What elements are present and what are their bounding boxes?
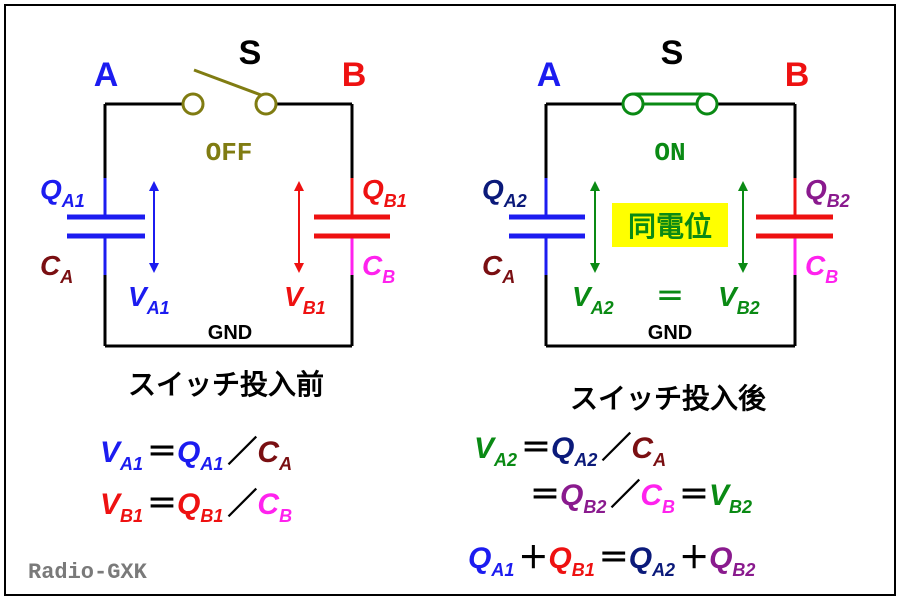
left-switch-contact-b: [254, 92, 278, 116]
equation-charge-conservation: QA1＋QB1＝QA2＋QB2: [468, 542, 755, 580]
right-switch-contact-b: [695, 92, 719, 116]
left-cb-label: CB: [362, 250, 395, 287]
equations: VA1＝QA1／CA VB1＝QB1／CB VA2＝QA2／CA ＝QB2／CB…: [100, 432, 755, 580]
left-switch-contact-a: [181, 92, 205, 116]
right-va-label: VA2: [572, 281, 614, 318]
left-switch-label: S: [239, 34, 262, 72]
left-circuit: A B S OFF GND QA1 CA VA1 QB1 CB VB1 スイッチ…: [40, 34, 407, 401]
left-caption: スイッチ投入前: [128, 368, 324, 401]
outer-frame: [4, 4, 896, 596]
right-qb-label: QB2: [805, 174, 850, 211]
left-switch-lever: [193, 68, 262, 97]
right-circuit: 同電位 A B S ON GND QA2 CA VA2 ＝ VB2 QB2 CB…: [482, 34, 850, 415]
left-node-b-label: B: [342, 56, 367, 94]
left-qa-label: QA1: [40, 174, 85, 211]
equation-va1: VA1＝QA1／CA: [100, 436, 292, 474]
right-caption: スイッチ投入後: [570, 382, 767, 415]
right-ca-label: CA: [482, 250, 515, 287]
right-equal-sign: ＝: [656, 281, 684, 312]
right-switch-state: ON: [654, 138, 685, 168]
right-node-b-label: B: [785, 56, 810, 94]
left-ca-label: CA: [40, 250, 73, 287]
right-qa-label: QA2: [482, 174, 527, 211]
equation-qb2: ＝QB2／CB＝VB2: [530, 479, 752, 517]
right-vb-label: VB2: [718, 281, 760, 318]
same-potential-label: 同電位: [628, 210, 712, 243]
left-switch-state: OFF: [206, 138, 253, 168]
right-switch-contact-a: [621, 92, 645, 116]
left-vb-label: VB1: [284, 281, 326, 318]
left-qb-label: QB1: [362, 174, 407, 211]
watermark: Radio-GXK: [28, 560, 148, 585]
left-gnd-label: GND: [208, 322, 252, 344]
left-node-a-label: A: [94, 56, 119, 94]
right-cb-label: CB: [805, 250, 838, 287]
right-switch-label: S: [661, 34, 684, 72]
same-potential-badge: [612, 203, 728, 247]
right-node-a-label: A: [537, 56, 562, 94]
equation-vb1: VB1＝QB1／CB: [100, 488, 292, 526]
equation-va2: VA2＝QA2／CA: [474, 432, 666, 470]
left-va-label: VA1: [128, 281, 170, 318]
right-gnd-label: GND: [648, 322, 692, 344]
